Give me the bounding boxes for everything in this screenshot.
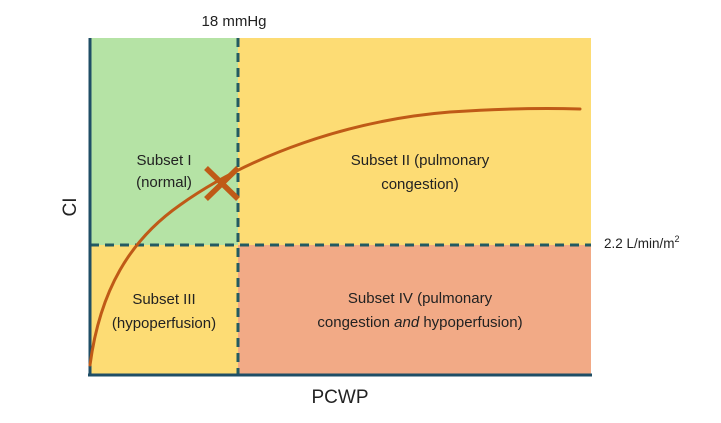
subset-1-label-line-2: (normal) — [136, 174, 192, 191]
quadrant-subset-2 — [238, 38, 591, 245]
subset-4-label-line-1: Subset IV (pulmonary — [348, 290, 493, 307]
quadrant-subset-3 — [90, 245, 238, 375]
subset-2-label-line-2: congestion) — [381, 176, 459, 193]
quadrant-subset-4 — [238, 245, 591, 375]
subset-4-label-line-2: congestion and hypoperfusion) — [317, 314, 522, 331]
subset-3-label-line-2: (hypoperfusion) — [112, 315, 216, 332]
subset-2-label-line-1: Subset II (pulmonary — [351, 152, 490, 169]
cardiac-function-curve — [88, 106, 582, 367]
x-axis-label: PCWP — [312, 387, 369, 408]
y-axis-label: CI — [60, 198, 81, 217]
x-marker-icon — [204, 166, 240, 201]
subset-1-label-line-1: Subset I — [136, 152, 191, 169]
threshold-y-label: 2.2 L/min/m2 — [604, 234, 680, 251]
quadrant-subset-1 — [90, 38, 238, 245]
subset-3-label-line-1: Subset III — [132, 291, 195, 308]
threshold-x-label: 18 mmHg — [201, 13, 266, 30]
